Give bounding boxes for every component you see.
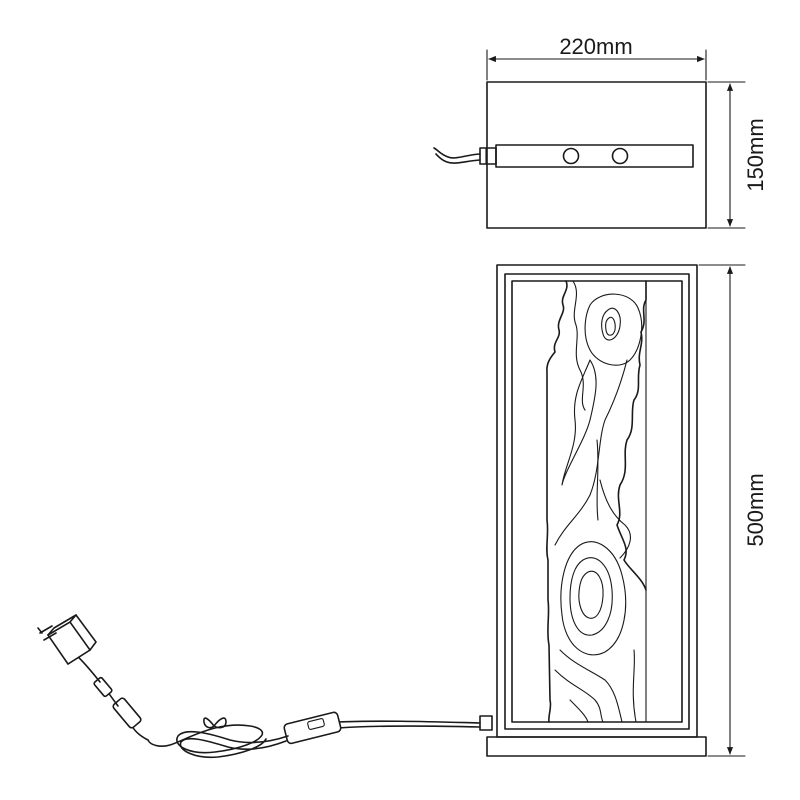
front-view-frame-inner bbox=[504, 273, 690, 730]
width-dimension-label: 220mm bbox=[559, 34, 632, 59]
wood-knot-bottom-inner bbox=[578, 570, 604, 619]
inline-switch bbox=[283, 711, 342, 745]
height-dimension: 500mm bbox=[698, 264, 768, 757]
depth-dimension: 150mm bbox=[707, 81, 768, 229]
wood-knot-top bbox=[601, 307, 621, 341]
wood-grain-9 bbox=[569, 699, 589, 723]
wood-slice-outline bbox=[546, 280, 647, 723]
top-view-outline bbox=[486, 81, 707, 229]
cable-tie bbox=[203, 717, 227, 729]
power-cable-assembly bbox=[37, 614, 481, 759]
top-view-knob-right bbox=[611, 147, 629, 165]
width-dimension: 220mm bbox=[486, 34, 707, 81]
wood-grain-7 bbox=[559, 649, 623, 723]
front-view-glass-panel bbox=[511, 280, 683, 723]
top-view-connector bbox=[479, 147, 497, 165]
top-view bbox=[433, 81, 707, 229]
barrel-connector bbox=[112, 697, 142, 729]
top-view-knob-left bbox=[562, 147, 580, 165]
wood-grain-1 bbox=[572, 280, 586, 411]
front-view-base bbox=[486, 736, 707, 757]
coiled-cable bbox=[147, 724, 289, 754]
wood-grain-3 bbox=[561, 359, 597, 486]
wood-knot-bottom-outer bbox=[560, 541, 627, 656]
depth-dimension-label: 150mm bbox=[743, 118, 768, 191]
wood-grain-8 bbox=[554, 669, 604, 723]
power-adapter bbox=[37, 614, 97, 666]
wood-grain-2 bbox=[584, 293, 643, 366]
front-view bbox=[479, 264, 707, 757]
wood-grain-6 bbox=[596, 439, 599, 521]
wood-grain-4 bbox=[554, 359, 628, 546]
front-view-connector bbox=[479, 715, 493, 731]
top-view-cable bbox=[433, 147, 481, 159]
top-view-light-bar bbox=[495, 144, 694, 168]
power-cable bbox=[337, 720, 481, 729]
wood-grain-5 bbox=[599, 479, 631, 559]
height-dimension-label: 500mm bbox=[743, 473, 768, 546]
